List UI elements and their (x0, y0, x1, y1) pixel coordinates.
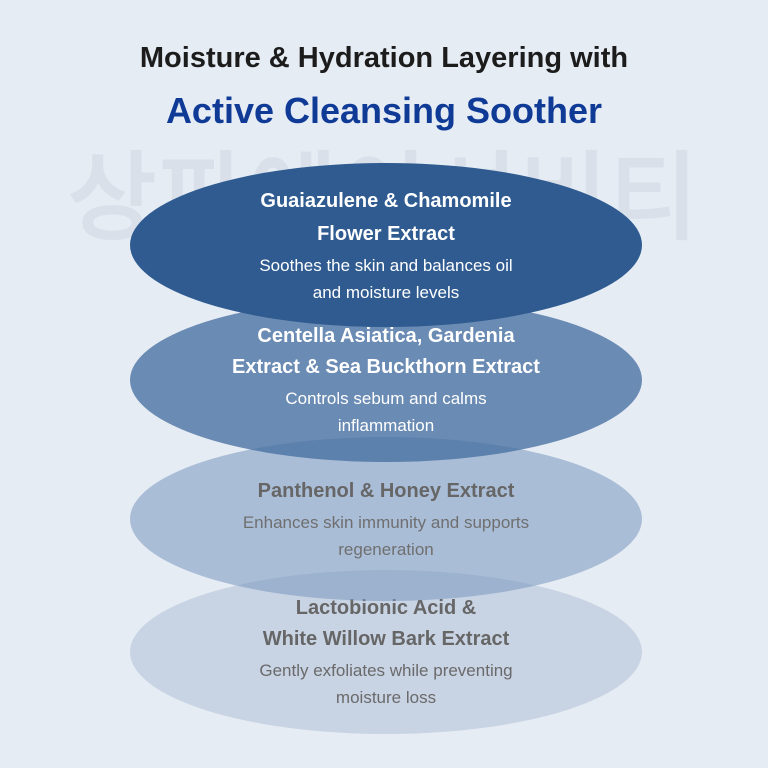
layer-title: Centella Asiatica, Gardenia (257, 325, 515, 347)
layer-description: Soothes the skin and balances oil (259, 256, 513, 275)
layer-description: moisture loss (335, 688, 437, 707)
layer-title: Panthenol & Honey Extract (257, 479, 515, 502)
layer-panthenol-honey: Panthenol & Honey Extract Enhances skin … (130, 437, 642, 601)
layer-description: inflammation (337, 416, 435, 435)
layer-description: Enhances skin immunity and supports (242, 512, 530, 532)
layer-description: Controls sebum and calms (285, 389, 487, 408)
layer-description: regeneration (338, 539, 434, 559)
layer-title: White Willow Bark Extract (262, 628, 510, 650)
heading-line-2: Active Cleansing Soother (165, 90, 603, 131)
layer-title: Guaiazulene & Chamomile (260, 190, 512, 212)
layer-title: Extract & Sea Buckthorn Extract (232, 356, 540, 378)
layer-title: Lactobionic Acid & (295, 597, 477, 619)
layer-description: and moisture levels (312, 283, 460, 302)
heading-line-1: Moisture & Hydration Layering with (139, 42, 629, 74)
layer-guaiazulene-chamomile: Guaiazulene & Chamomile Flower Extract S… (130, 163, 642, 327)
layer-title: Flower Extract (317, 223, 455, 245)
layer-description: Gently exfoliates while preventing (259, 661, 513, 680)
